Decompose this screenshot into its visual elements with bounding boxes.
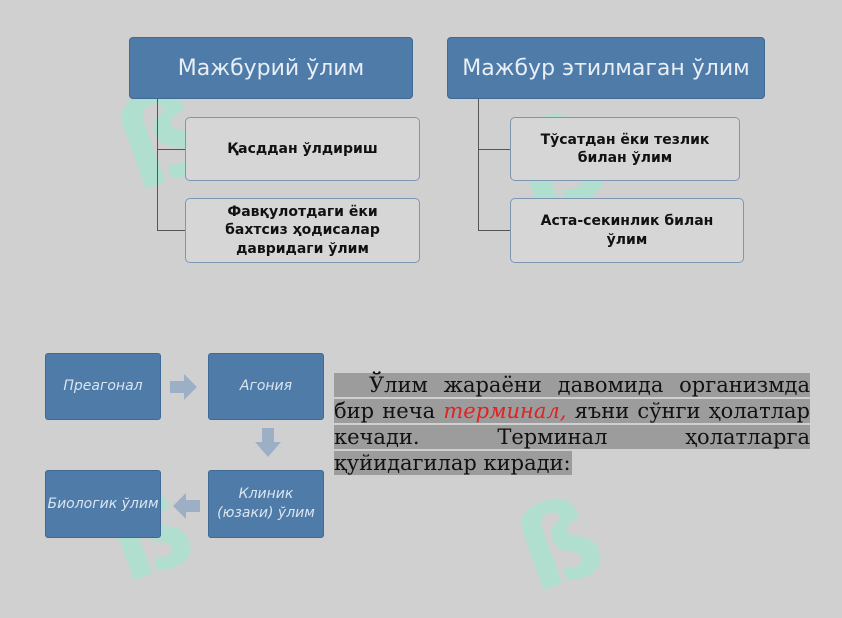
- stage-clinical: Клиник (юзаки) ўлим: [208, 470, 324, 538]
- connector: [478, 230, 510, 231]
- arrow-down-icon: [255, 428, 281, 457]
- stage-agony: Агония: [208, 353, 324, 420]
- connector: [157, 230, 185, 231]
- description-paragraph: Ўлим жараёни давомида организмда бир неч…: [334, 372, 810, 476]
- connector: [157, 149, 185, 150]
- stage-biological: Биологик ўлим: [45, 470, 161, 538]
- left-item-intentional: Қасддан ўлдириш: [185, 117, 420, 181]
- arrow-left-icon: [173, 493, 200, 519]
- text-part2: яъни сўнги ҳолатлар кечади. Терминал ҳол…: [334, 399, 810, 475]
- left-item-accident: Фавқулотдаги ёки бахтсиз ҳодисалар даври…: [185, 198, 420, 263]
- stage-preagonal: Преагонал: [45, 353, 161, 420]
- connector: [478, 149, 510, 150]
- connector: [157, 99, 158, 230]
- arrow-right-icon: [170, 374, 197, 400]
- text-highlight: терминал,: [443, 399, 567, 423]
- connector: [478, 99, 479, 230]
- left-header: Мажбурий ўлим: [129, 37, 413, 99]
- text-part1: Ўлим жараёни давомида организмда бир неч…: [334, 373, 810, 423]
- right-item-gradual: Аста-секинлик билан ўлим: [510, 198, 744, 263]
- right-item-sudden: Тўсатдан ёки тезлик билан ўлим: [510, 117, 740, 181]
- right-header: Мажбур этилмаган ўлим: [447, 37, 765, 99]
